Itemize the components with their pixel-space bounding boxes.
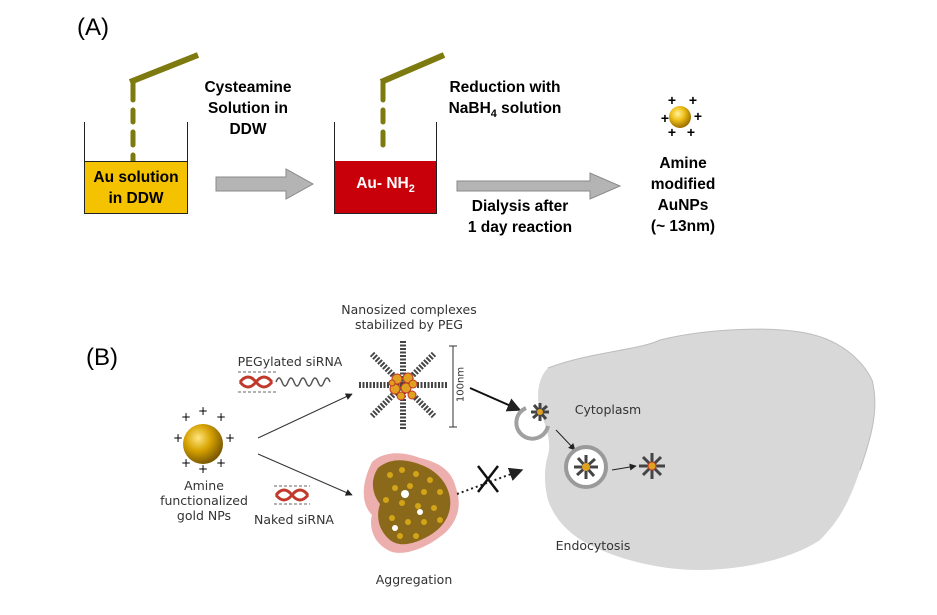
complex-title: Nanosized complexes stabilized by PEG (336, 302, 482, 332)
beaker2-label: Au- NH2 (356, 173, 415, 200)
block-x-icon (477, 465, 499, 493)
dialysis-text: Dialysis after 1 day reaction (455, 196, 585, 238)
np-label-line1: Amine (184, 478, 224, 493)
blocked-arrow (456, 467, 524, 495)
svg-text:+: + (225, 431, 235, 445)
svg-text:+: + (694, 108, 702, 124)
complex-title-line2: stabilized by PEG (354, 317, 463, 332)
arrow-to-complex (257, 393, 353, 439)
complex-title-line1: Nanosized complexes (341, 302, 477, 317)
beaker-nh2-fill: Au- NH2 (335, 161, 436, 213)
aggregation-icon (363, 453, 459, 553)
product-line1: Amine (659, 155, 707, 172)
svg-text:+: + (687, 124, 695, 140)
pipette-icon-2 (379, 52, 446, 148)
aggregation-label: Aggregation (375, 572, 453, 587)
endosome-icon (564, 445, 608, 489)
step1-line3: DDW (229, 121, 267, 138)
endosome-entry-icon (514, 403, 550, 441)
svg-text:+: + (661, 110, 669, 126)
svg-text:+: + (181, 456, 191, 470)
svg-text:+: + (198, 462, 208, 476)
svg-text:+: + (668, 92, 676, 108)
size-label: 100nm (455, 366, 467, 403)
naked-sirna-label: Naked siRNA (254, 512, 334, 527)
arrow-to-cell (469, 387, 522, 412)
np-label-line2: functionalized (160, 493, 248, 508)
pegylated-sirna-label: PEGylated siRNA (237, 354, 343, 369)
arrow-internalize (555, 429, 576, 451)
svg-text:+: + (689, 92, 697, 108)
step2-line2: NaBH4 solution (440, 98, 570, 125)
step2-line1: Reduction with (449, 79, 561, 96)
released-complex-icon (639, 453, 665, 479)
svg-text:+: + (216, 410, 226, 424)
beaker1-line2: in DDW (108, 189, 164, 207)
pegylated-sirna-icon (238, 371, 331, 393)
beaker2-label-text: Au- NH2 (356, 175, 415, 196)
svg-text:+: + (173, 431, 183, 445)
product-line4: (~ 13nm) (650, 218, 716, 235)
cell-shape (538, 329, 875, 570)
panel-b-label: (B) (86, 344, 118, 371)
endocytosis-label: Endocytosis (555, 538, 631, 553)
np-label: Amine functionalized gold NPs (158, 478, 250, 523)
process-arrow-2 (456, 172, 622, 200)
product-line3: AuNPs (657, 197, 709, 214)
svg-text:+: + (198, 404, 208, 418)
svg-text:+: + (668, 124, 676, 140)
product-text: Amine modified AuNPs (~ 13nm) (638, 153, 728, 237)
step1-line1: Cysteamine (204, 79, 292, 96)
arrow-release (611, 463, 637, 471)
pipette-icon-1 (128, 52, 200, 170)
cytoplasm-label: Cytoplasm (574, 402, 642, 417)
step1-line2: Solution in (207, 100, 289, 117)
step2-reagent-text: Reduction with NaBH4 solution (440, 77, 570, 125)
svg-text:+: + (216, 456, 226, 470)
svg-text:+: + (181, 410, 191, 424)
naked-sirna-icon (274, 485, 310, 505)
size-bar (449, 345, 457, 428)
dialysis-line2: 1 day reaction (467, 219, 573, 236)
amine-gold-np-icon: + + + + + + + + (173, 404, 235, 476)
beaker-au-fill: Au solution in DDW (85, 161, 187, 213)
np-label-line3: gold NPs (176, 508, 232, 523)
peg-complex-icon (359, 341, 447, 429)
panel-a-label: (A) (77, 14, 109, 41)
beaker-au-solution: Au solution in DDW (84, 122, 188, 214)
product-line2: modified (650, 176, 716, 193)
dialysis-line1: Dialysis after (471, 198, 569, 215)
step1-reagent-text: Cysteamine Solution in DDW (193, 77, 303, 140)
arrow-to-aggregation (257, 453, 353, 496)
amine-nanoparticle-icon: + + + + + + (661, 92, 702, 140)
beaker-au-nh2: Au- NH2 (334, 122, 437, 214)
beaker1-line1: Au solution (93, 168, 179, 186)
process-arrow-1 (215, 168, 315, 200)
step2-line2-text: NaBH4 solution (448, 100, 562, 121)
